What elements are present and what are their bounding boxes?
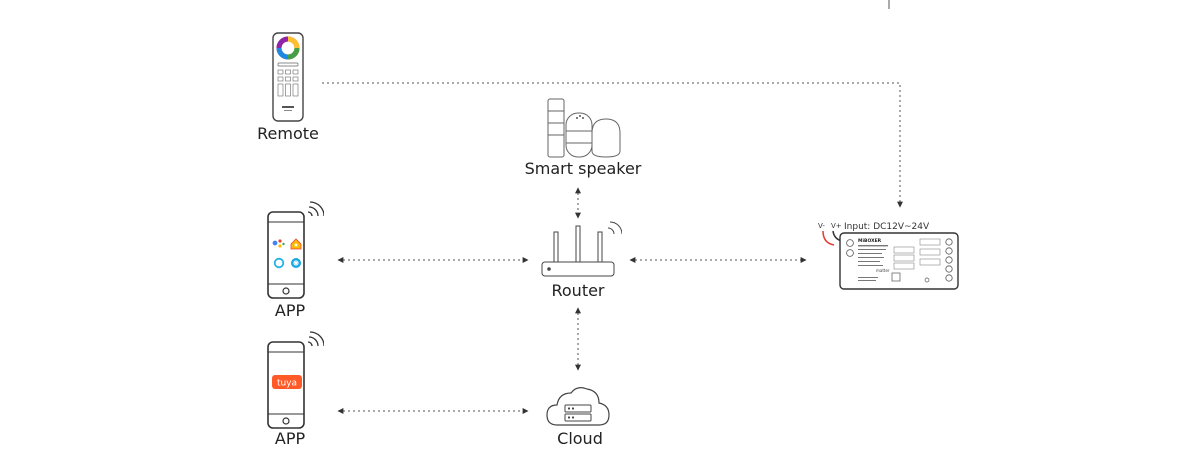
controller-matter-logo: matter: [876, 268, 890, 273]
smartthings-icon: [291, 258, 301, 268]
tuya-logo-text: tuya: [277, 379, 297, 389]
remote-icon: [272, 32, 304, 122]
controller-input-text: Input: DC12V~24V: [844, 222, 930, 232]
controller-device-icon: MiBOXER matter: [822, 230, 959, 290]
v-minus-label: V-: [818, 222, 825, 230]
tuya-logo-icon: [272, 375, 302, 389]
cloud-label: Cloud: [557, 429, 603, 448]
tuya-phone-icon: tuya: [267, 331, 324, 429]
smart-speaker-icon: [547, 98, 621, 158]
cloud-icon: [546, 387, 610, 426]
phone-icon: [267, 201, 324, 299]
v-plus-label: V+: [831, 222, 842, 230]
smart-speaker-label: Smart speaker: [524, 159, 642, 178]
router-icon: [541, 221, 622, 277]
remote-link-line: [322, 82, 903, 208]
router-label: Router: [551, 281, 605, 300]
controller-brand: MiBOXER: [858, 238, 882, 244]
app-bottom-label: APP: [274, 429, 306, 448]
alexa-icon: [273, 257, 285, 269]
google-assistant-icon: [272, 239, 285, 248]
google-home-icon: [290, 238, 302, 250]
app-top-label: APP: [274, 301, 306, 320]
remote-label: Remote: [257, 124, 319, 143]
